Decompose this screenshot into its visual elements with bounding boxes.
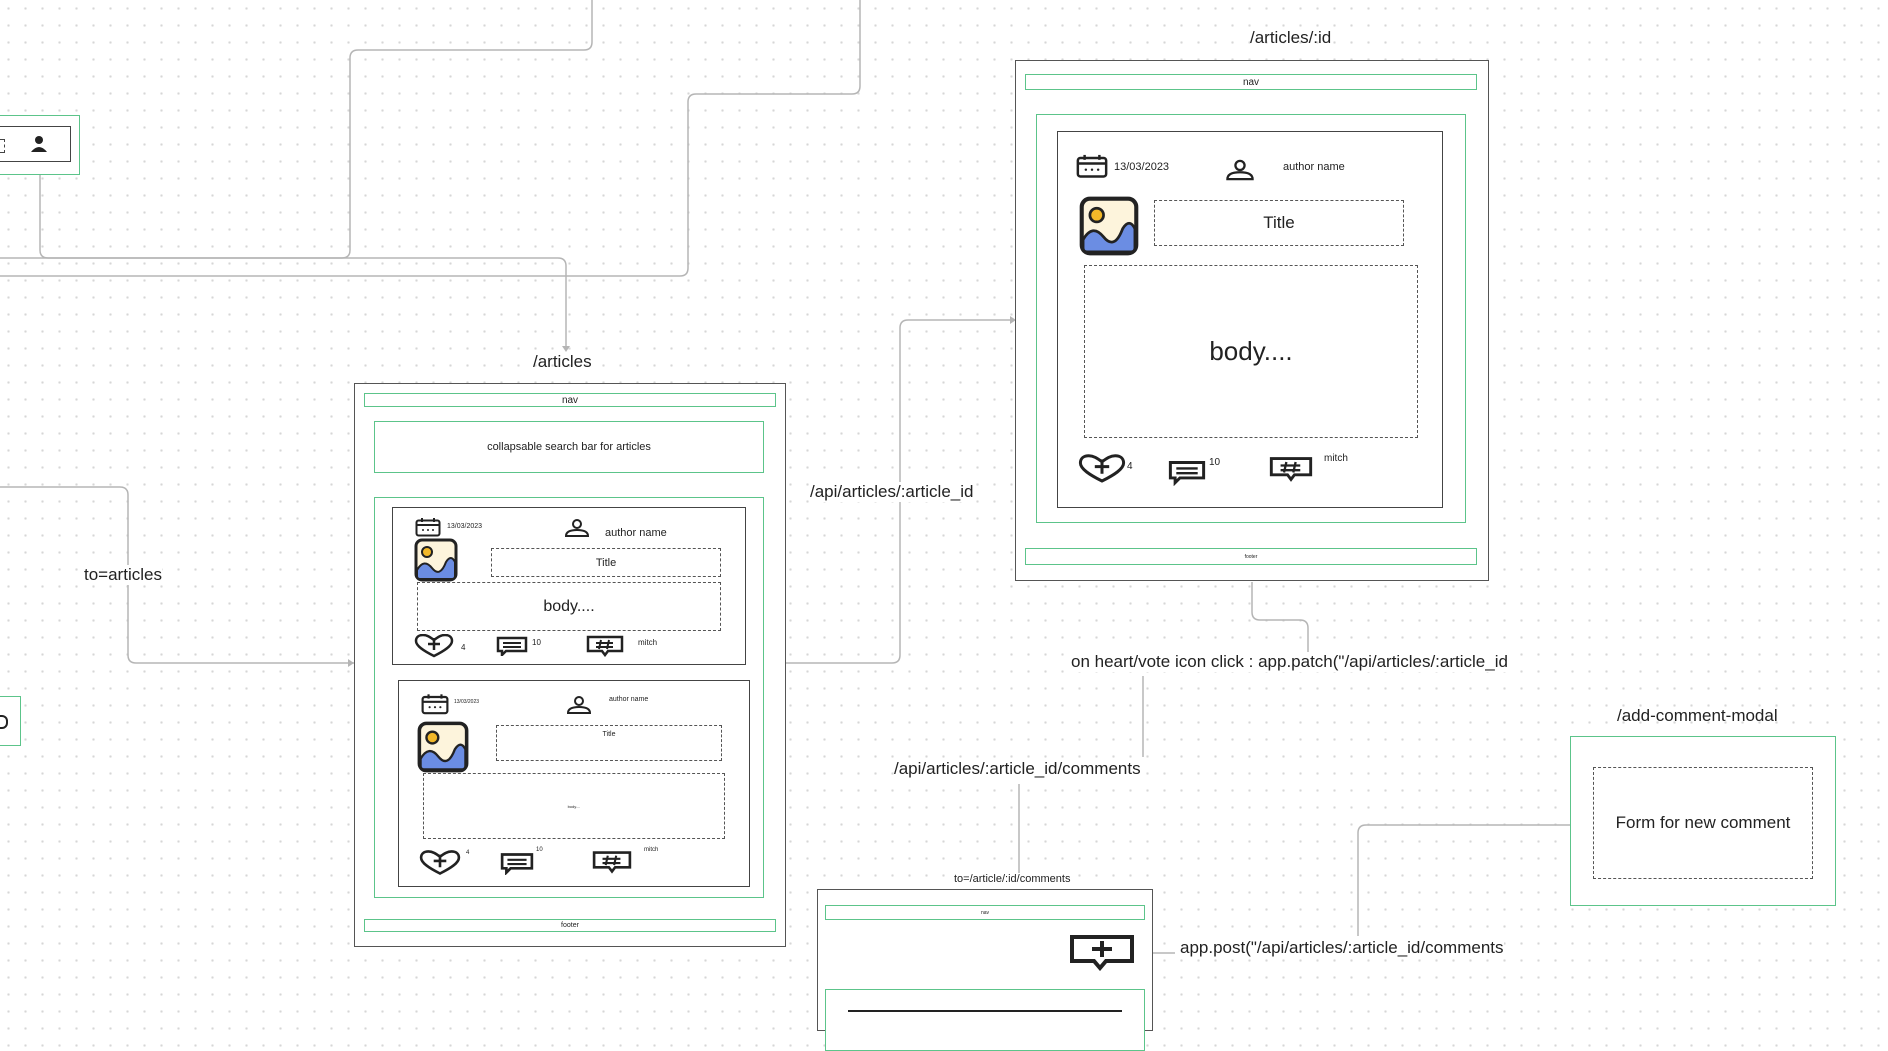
edge-label-vote-patch: on heart/vote icon click : app.patch("/a…	[1071, 652, 1508, 672]
calendar-icon	[415, 518, 441, 537]
comment-icon[interactable]	[1168, 458, 1206, 486]
articles-page-frame: nav collapsable search bar for articles …	[354, 383, 786, 947]
heart-plus-icon[interactable]	[419, 849, 461, 877]
article-card: 13/03/2023 author name Title body.... 4	[1057, 131, 1443, 508]
edge-label-api-comments: /api/articles/:article_id/comments	[894, 759, 1141, 779]
nav-bar[interactable]: nav	[825, 905, 1145, 920]
footer-bar: footer	[364, 919, 776, 932]
topic-hash-icon[interactable]	[586, 635, 624, 657]
footer-bar: footer	[1025, 548, 1477, 565]
comment-card-edge	[848, 1010, 1122, 1016]
comment-count: 10	[532, 638, 541, 647]
new-comment-form[interactable]: Form for new comment	[1593, 767, 1813, 879]
articles-list: 13/03/2023 author name Title body.... 4	[374, 497, 764, 898]
article-section: 13/03/2023 author name Title body.... 4	[1036, 114, 1466, 523]
comment-icon[interactable]	[496, 636, 528, 656]
author-name: author name	[605, 527, 667, 539]
article-body: body....	[1084, 265, 1418, 438]
left-fragment	[0, 696, 21, 746]
route-label-articles: /articles	[533, 352, 592, 371]
author-icon	[1226, 159, 1254, 181]
add-comment-icon[interactable]	[1070, 935, 1134, 971]
nav-bar[interactable]: nav	[364, 393, 776, 407]
topic-name: mitch	[1324, 453, 1348, 464]
search-bar[interactable]: collapsable search bar for articles	[374, 421, 764, 473]
nav-fragment-inner	[0, 126, 71, 162]
topic-name: mitch	[644, 847, 659, 853]
vote-count: 4	[461, 643, 466, 652]
image-icon	[414, 538, 458, 582]
add-comment-modal: Form for new comment	[1570, 736, 1836, 906]
vote-count: 4	[466, 850, 470, 856]
calendar-icon	[1076, 154, 1108, 178]
article-date: 13/03/2023	[454, 699, 480, 705]
article-card[interactable]: 13/03/2023 author name Title body.... 4	[398, 680, 750, 887]
article-page-frame: nav 13/03/2023 author name Title bo	[1015, 60, 1489, 581]
edge-label-to-articles: to=articles	[84, 565, 162, 585]
nav-fragment-box	[0, 139, 5, 153]
topic-name: mitch	[638, 638, 658, 647]
author-icon	[566, 696, 592, 714]
image-icon	[417, 721, 469, 773]
comment-icon[interactable]	[500, 851, 534, 875]
heart-plus-icon[interactable]	[414, 634, 454, 658]
edge-label-api-article-by-id: /api/articles/:article_id	[810, 482, 974, 502]
user-icon	[31, 136, 47, 152]
fragment-icon	[0, 715, 8, 729]
edge-label-post-comment: app.post("/api/articles/:article_id/comm…	[1180, 938, 1504, 958]
article-title[interactable]: Title	[491, 548, 721, 577]
heart-plus-icon[interactable]	[1078, 452, 1126, 486]
nav-bar[interactable]: nav	[1025, 74, 1477, 90]
route-label-add-comment-modal: /add-comment-modal	[1617, 706, 1778, 725]
author-name: author name	[1283, 161, 1345, 173]
comment-count: 10	[1209, 457, 1221, 468]
article-date: 13/03/2023	[447, 523, 483, 530]
author-name: author name	[609, 696, 649, 703]
image-icon	[1079, 196, 1139, 256]
route-label-article-by-id: /articles/:id	[1250, 28, 1332, 47]
vote-count: 4	[1127, 461, 1133, 472]
article-body: body....	[423, 773, 725, 839]
edge-label-to-comments: to=/article/:id/comments	[954, 873, 1071, 885]
article-card[interactable]: 13/03/2023 author name Title body.... 4	[392, 507, 746, 665]
article-title[interactable]: Title	[496, 725, 722, 761]
article-date: 13/03/2023	[1114, 161, 1170, 173]
comment-count: 10	[536, 847, 543, 853]
article-body: body....	[417, 582, 721, 631]
topic-hash-icon[interactable]	[1269, 454, 1313, 484]
topic-hash-icon[interactable]	[592, 849, 632, 875]
article-title[interactable]: Title	[1154, 200, 1404, 246]
calendar-icon	[421, 694, 449, 715]
comments-section	[825, 989, 1145, 1051]
author-icon	[564, 519, 590, 537]
nav-fragment	[0, 115, 80, 175]
